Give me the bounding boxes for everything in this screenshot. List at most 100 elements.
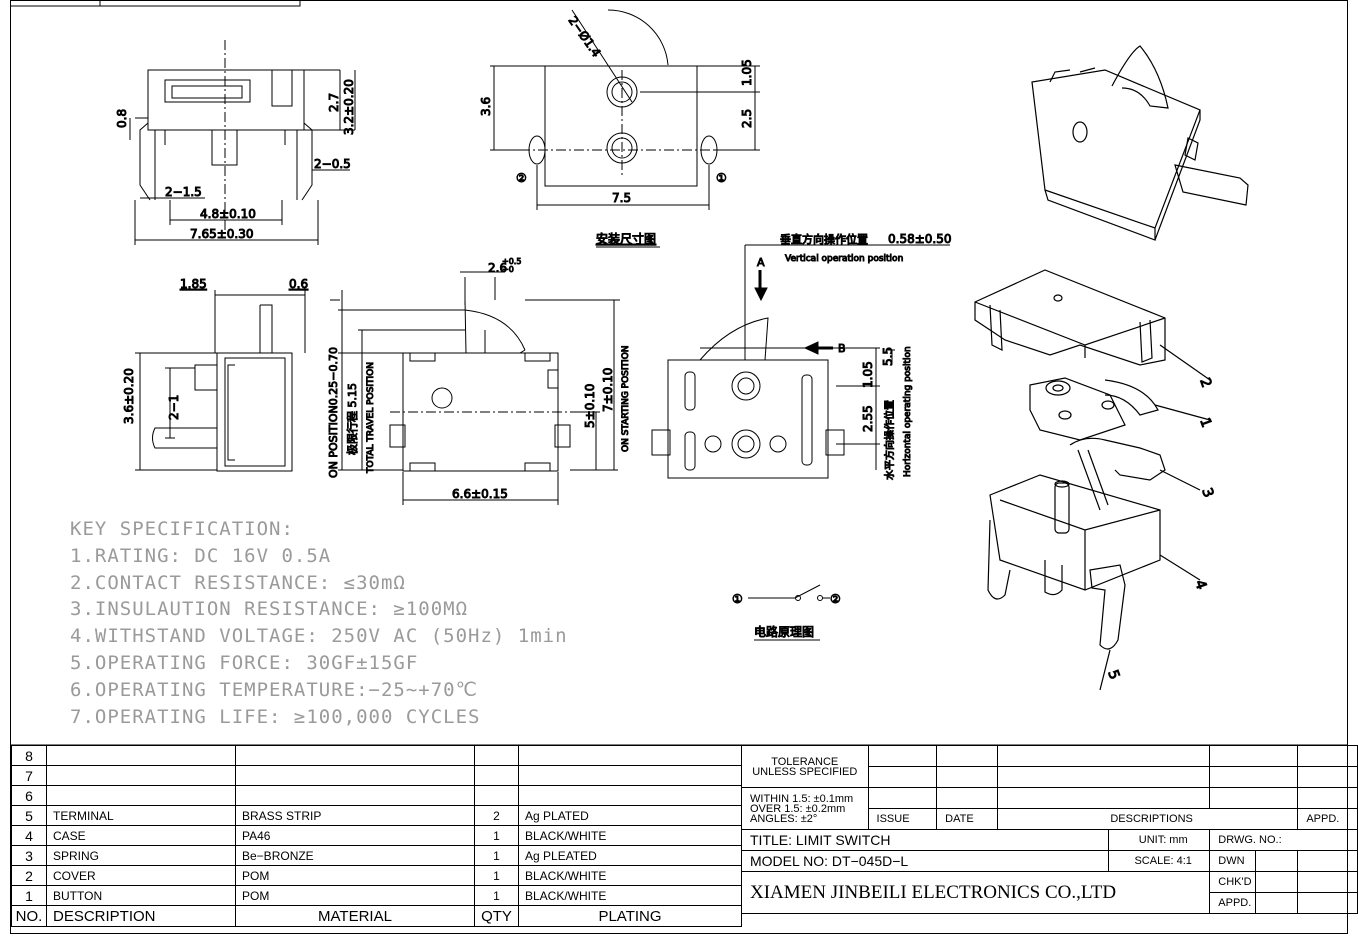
spec-line: 1.RATING: DC 16V 0.5A xyxy=(70,544,332,567)
bom-qty xyxy=(474,765,519,786)
op-vert-val: 0.58±0.50 xyxy=(888,232,952,246)
spec-title: KEY SPECIFICATION: xyxy=(70,518,294,540)
bom-qty: 1 xyxy=(474,865,519,886)
front-travel-cn: 极限行程 5.15 xyxy=(345,383,359,455)
bom-plat xyxy=(518,765,742,786)
exploded-label-5: 5 xyxy=(1104,668,1122,682)
spec-line: 6.OPERATING TEMPERATURE:−25∼+70℃ xyxy=(70,678,478,701)
bom-desc xyxy=(46,745,236,766)
bom-mat xyxy=(235,745,475,766)
spec-line: 7.OPERATING LIFE: ≥100,000 CYCLES xyxy=(70,705,481,728)
dim-side-2-15: 2−1.5 xyxy=(165,185,202,199)
front-on-starting: ON STARTING POSITION xyxy=(621,345,631,452)
op-horiz-cn: 水平方向操作位置 xyxy=(883,400,896,480)
dim-mount-36: 3.6 xyxy=(479,97,493,116)
company-name: XIAMEN JINBEILI ELECTRONICS CO.,LTD xyxy=(740,871,1211,914)
model-number: MODEL NO: DT−045D−L xyxy=(740,850,1110,872)
corner-box xyxy=(10,0,301,7)
bom-mat: POM xyxy=(235,865,475,886)
dim-side-08: 0.8 xyxy=(115,109,129,128)
bom-plat: BLACK/WHITE xyxy=(518,825,742,846)
bom-header-desc: DESCRIPTION xyxy=(46,905,236,927)
bom-desc: SPRING xyxy=(46,845,236,866)
exploded-label-3: 3 xyxy=(1198,486,1216,500)
dim-side-32: 3.2±0.20 xyxy=(342,79,356,135)
dim-end-36: 3.6±0.20 xyxy=(122,368,136,424)
dim-front-5: 5±0.10 xyxy=(583,384,597,428)
appd-label: APPD. xyxy=(1297,808,1358,830)
key-specification: KEY SPECIFICATION: 1.RATING: DC 16V 0.5A… xyxy=(70,516,568,730)
bom-qty: 1 xyxy=(474,845,519,866)
spec-line: 3.INSULAUTION RESISTANCE: ≥100MΩ xyxy=(70,598,469,621)
circuit-terminal-2: ② xyxy=(830,592,841,606)
date-label: DATE xyxy=(936,808,998,830)
bom-header-mat: MATERIAL xyxy=(235,905,475,927)
bom-plat: BLACK/WHITE xyxy=(518,885,742,906)
bom-row: 8 xyxy=(11,745,742,766)
dim-front-26: 2.6 xyxy=(488,261,507,275)
front-on-position: ON POSITION0.25−0.70 xyxy=(327,347,340,478)
exploded-label-4: 4 xyxy=(1191,578,1209,592)
exploded-label-2: 2 xyxy=(1196,376,1214,390)
dim-side-48: 4.8±0.10 xyxy=(200,207,256,221)
dim-mount-phi: 2−Ø1.4 xyxy=(566,14,604,60)
drawing-title: TITLE: LIMIT SWITCH xyxy=(740,829,1110,851)
bom-header-qty: QTY xyxy=(474,905,519,927)
dim-front-66: 6.6±0.15 xyxy=(452,487,508,501)
operating-view xyxy=(651,244,950,479)
dim-front-26-tol2: −0 xyxy=(502,265,514,274)
bom-qty xyxy=(474,745,519,766)
bom-plat xyxy=(518,785,742,806)
mount-terminal-1: ① xyxy=(716,171,727,185)
bom-row: 6 xyxy=(11,785,742,806)
dim-mount-75: 7.5 xyxy=(612,191,631,205)
mount-terminal-2: ② xyxy=(516,171,527,185)
circuit-terminal-1: ① xyxy=(732,592,743,606)
dim-end-06: 0.6 xyxy=(289,277,308,291)
bom-qty: 1 xyxy=(474,885,519,906)
drawing-frame xyxy=(10,0,1348,934)
bom-desc: CASE xyxy=(46,825,236,846)
dim-end-185: 1.85 xyxy=(180,277,207,291)
bom-plat: Ag PLATED xyxy=(518,805,742,826)
bom-mat: PA46 xyxy=(235,825,475,846)
dim-front-7: 7±0.10 xyxy=(601,368,615,412)
bom-plat: Ag PLEATED xyxy=(518,845,742,866)
circuit-diagram xyxy=(748,584,830,601)
spec-line: 4.WITHSTAND VOLTAGE: 250V AC (50Hz) 1min xyxy=(70,625,568,648)
mount-title: 安装尺寸图 xyxy=(596,231,656,246)
bom-no: 7 xyxy=(11,765,47,786)
front-total-travel: TOTAL TRAVEL POSITION xyxy=(366,362,376,474)
bom-qty: 1 xyxy=(474,825,519,846)
bom-header-plat: PLATING xyxy=(518,905,742,927)
bom-mat: Be−BRONZE xyxy=(235,845,475,866)
op-vert-cn: 垂直方向操作位置 xyxy=(780,232,868,246)
dwn-label: DWN xyxy=(1209,850,1256,872)
dim-end-2-1: 2−1 xyxy=(167,395,181,420)
op-arrow-b: B xyxy=(838,342,846,355)
op-vert-en: Vertical operation position xyxy=(785,254,903,264)
bom-mat xyxy=(235,785,475,806)
bom-header-no: NO. xyxy=(11,905,47,927)
bom-plat xyxy=(518,745,742,766)
bom-qty xyxy=(474,785,519,806)
dim-op-55: 5.5 xyxy=(881,347,895,366)
op-arrow-a: A xyxy=(757,256,765,269)
bom-no: 5 xyxy=(11,805,47,826)
bom-desc: COVER xyxy=(46,865,236,886)
bom-row: 7 xyxy=(11,765,742,786)
circuit-title: 电路原理图 xyxy=(754,624,814,639)
descriptions-label: DESCRIPTIONS xyxy=(996,808,1299,830)
bom-no: 2 xyxy=(11,865,47,886)
bom-desc xyxy=(46,785,236,806)
iso-assembled xyxy=(1031,45,1249,241)
